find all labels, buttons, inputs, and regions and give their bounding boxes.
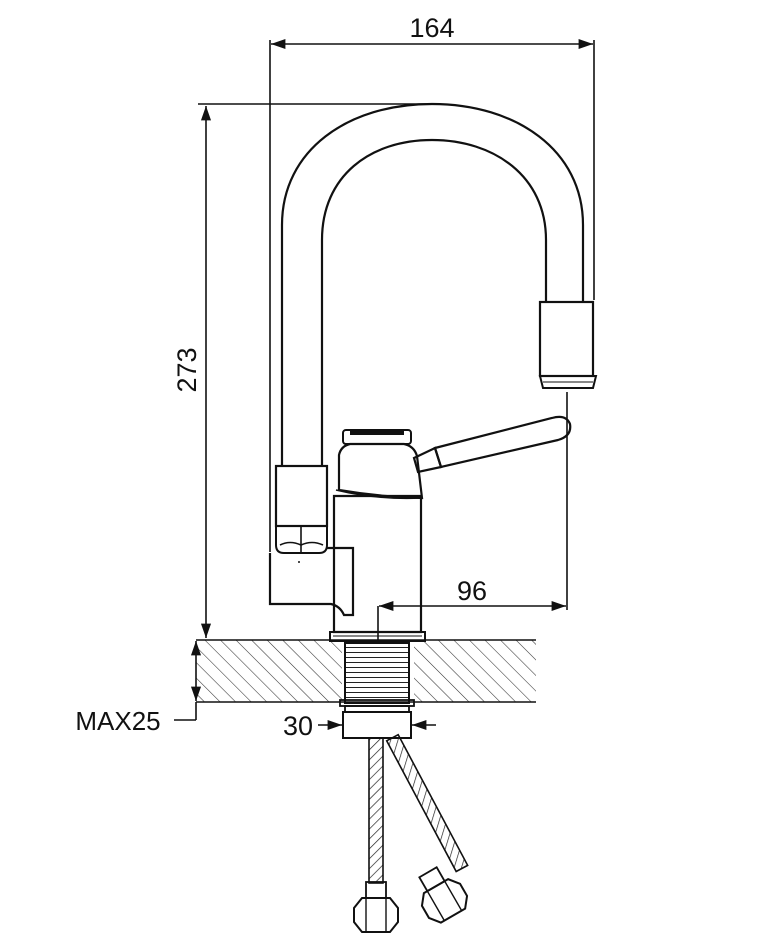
dimension-max25: MAX25 bbox=[75, 641, 202, 736]
hose-nut-left bbox=[353, 881, 399, 933]
countertop-section bbox=[196, 639, 536, 703]
spout-collar bbox=[274, 464, 329, 554]
dimension-reach-96: 96 bbox=[377, 392, 568, 640]
spray-head bbox=[538, 300, 598, 389]
dimension-width-164: 164 bbox=[269, 13, 595, 552]
threaded-shank bbox=[339, 642, 415, 739]
supply-hoses bbox=[368, 733, 469, 884]
cartridge-cap bbox=[342, 429, 412, 445]
dimension-label-96: 96 bbox=[457, 576, 487, 606]
outlet-block bbox=[268, 546, 355, 617]
dimension-height-273: 273 bbox=[172, 103, 432, 638]
dimension-label-30: 30 bbox=[283, 711, 313, 741]
hose-nut-right bbox=[418, 866, 469, 924]
faucet-body bbox=[332, 442, 424, 634]
lever-handle bbox=[412, 415, 572, 474]
dimension-label-164: 164 bbox=[409, 13, 454, 43]
gooseneck-spout bbox=[280, 102, 585, 466]
dimension-label-max25: MAX25 bbox=[75, 706, 160, 736]
dimension-shank-30: 30 bbox=[283, 711, 436, 741]
dimension-label-273: 273 bbox=[172, 347, 202, 392]
